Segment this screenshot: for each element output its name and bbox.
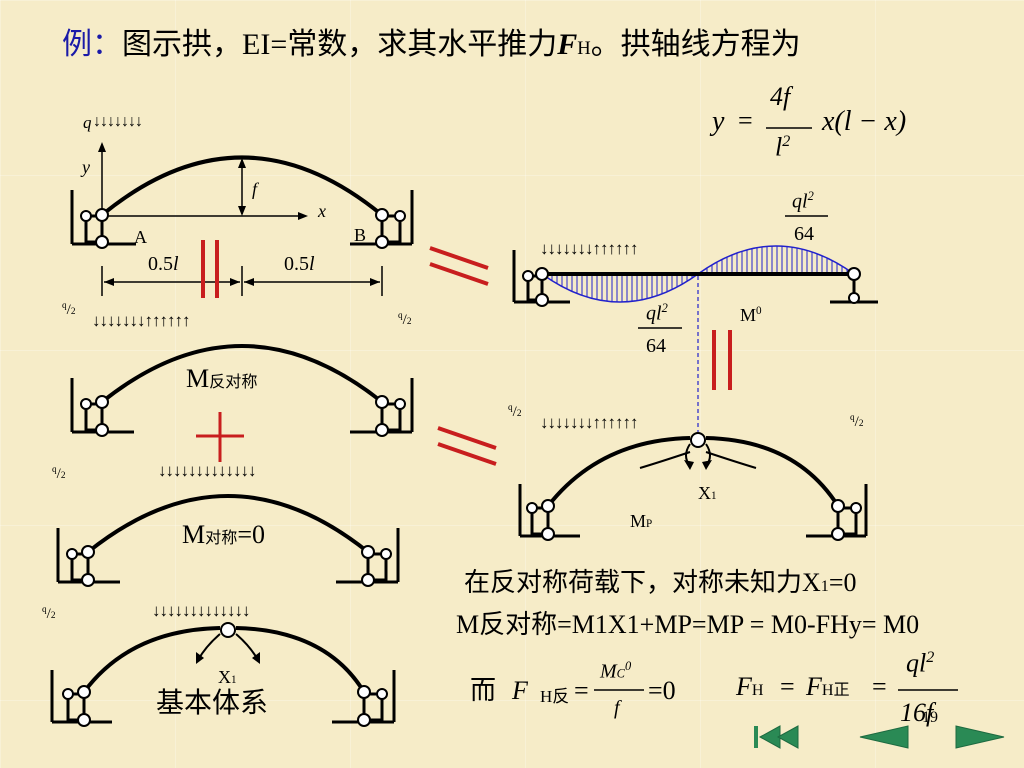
x1-label-basic: X1 [218, 667, 237, 687]
nav-first-button[interactable] [752, 722, 804, 752]
nav-next-button[interactable] [954, 722, 1006, 752]
prev-icon [859, 725, 909, 749]
symmetric-arch [56, 494, 400, 587]
mp-label: MP [630, 511, 653, 531]
q-half-label-3: q/2 [52, 465, 66, 482]
half-span-left: 0.5l [148, 253, 179, 275]
m-sym-label: M对称=0 [182, 520, 266, 549]
example-label: 例： [62, 28, 122, 61]
moment-label-bottom-den: 64 [646, 335, 666, 357]
m-antisym-label: M反对称 [186, 364, 258, 393]
support-b-label: B [354, 225, 367, 245]
antisym-load-arrows-2: ↓↓↓↓↓↓↓↑↑↑↑↑↑ [540, 239, 638, 258]
mp-arch [518, 432, 868, 541]
q-half-label-6: q/2 [850, 413, 864, 430]
basic-system-label: 基本体系 [156, 688, 269, 719]
sym-load-arrows-2: ↓↓↓↓↓↓↓↓↓↓↓↓↓ [152, 601, 250, 620]
rise-f-label: f [252, 179, 258, 199]
next-icon [955, 725, 1005, 749]
first-icon [754, 725, 799, 749]
x1-label-mp: X1 [698, 483, 717, 503]
sym-load-arrows-1: ↓↓↓↓↓↓↓↓↓↓↓↓↓ [158, 461, 256, 480]
basic-system-arch [50, 622, 396, 727]
antisymmetric-arch [70, 344, 414, 437]
half-span-right: 0.5l [284, 253, 315, 275]
antisym-load-arrows-1: ↓↓↓↓↓↓↓↑↑↑↑↑↑ [92, 311, 190, 330]
moment-label-top-den: 64 [794, 223, 814, 245]
q-half-label-4: q/2 [42, 605, 56, 622]
load-arrows-top: ↓↓↓↓↓↓↓ [93, 113, 143, 130]
moment-label-top-num: ql2 [792, 189, 814, 213]
m0-label: M0 [740, 305, 762, 325]
q-half-label-2: q/2 [398, 311, 412, 328]
support-a-label: A [134, 227, 147, 247]
moment-label-bottom-num: ql2 [646, 301, 668, 325]
x-axis-label: x [318, 201, 326, 221]
nav-prev-button[interactable] [858, 722, 910, 752]
q-half-label-5: q/2 [508, 403, 522, 420]
simple-beam-m0 [512, 215, 878, 432]
page-number: 19 [922, 709, 938, 726]
y-axis-label: y [82, 157, 90, 177]
page-title: 例：图示拱，EI=常数，求其水平推力FH。拱轴线方程为 [62, 28, 801, 61]
q-label: q [83, 113, 92, 132]
q-half-label-1: q/2 [62, 301, 76, 318]
antisym-statement: 在反对称荷载下，对称未知力X1=0 [464, 568, 857, 597]
moment-equation: M反对称=M1X1+MP=MP = M0-FHy= M0 [456, 610, 920, 639]
antisym-load-arrows-3: ↓↓↓↓↓↓↓↑↑↑↑↑↑ [540, 413, 638, 432]
original-arch [70, 142, 414, 298]
